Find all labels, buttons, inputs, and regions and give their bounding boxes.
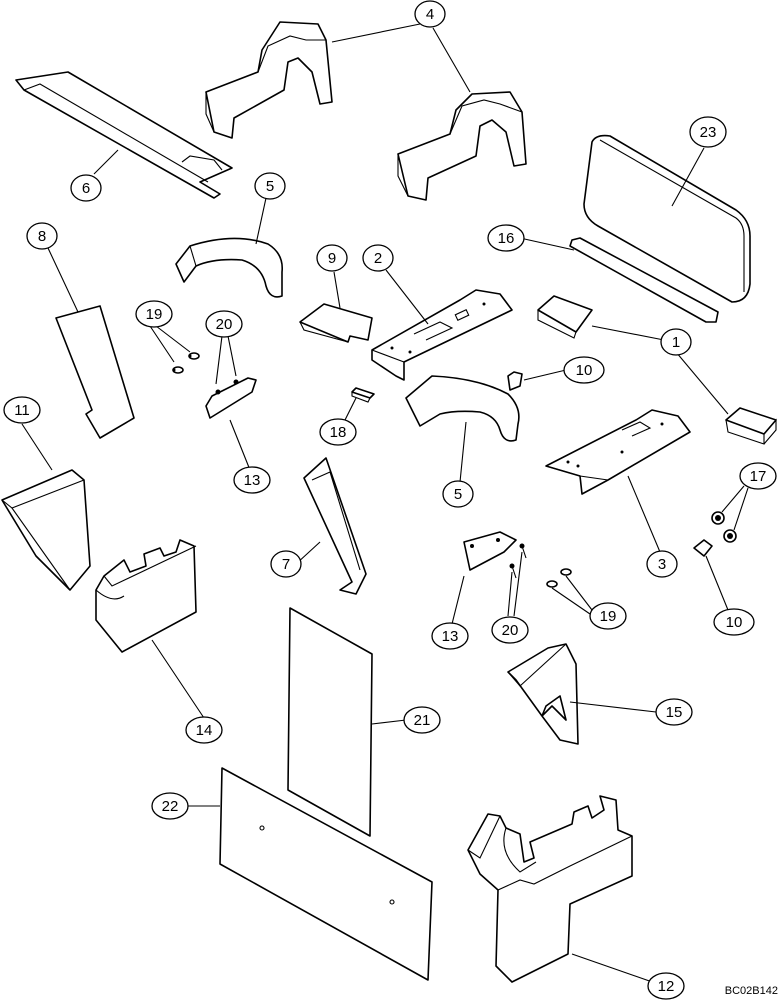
svg-text:13: 13 — [244, 472, 261, 489]
callout-12: 12 — [647, 972, 685, 1000]
callout-5-lower: 5 — [442, 480, 474, 508]
svg-text:23: 23 — [700, 124, 717, 141]
callout-1: 1 — [660, 328, 692, 356]
part-9-plate — [299, 303, 373, 343]
svg-text:11: 11 — [14, 402, 30, 419]
svg-text:19: 19 — [146, 306, 163, 323]
svg-text:3: 3 — [658, 556, 666, 573]
svg-text:10: 10 — [576, 362, 593, 379]
callout-20-left: 20 — [205, 310, 243, 338]
callout-7: 7 — [270, 550, 302, 578]
part-19-pins-left — [172, 352, 200, 374]
callout-4: 4 — [414, 0, 446, 28]
callout-10-upper: 10 — [563, 356, 605, 384]
part-11-foam — [1, 469, 91, 591]
callout-14: 14 — [185, 716, 223, 744]
part-5-upper — [175, 237, 284, 298]
svg-text:21: 21 — [414, 712, 431, 729]
callout-6: 6 — [70, 174, 102, 202]
part-5-lower — [405, 375, 520, 442]
part-8-strip — [55, 305, 135, 439]
part-4-upper — [205, 21, 333, 139]
svg-text:20: 20 — [502, 622, 519, 639]
callout-2: 2 — [362, 244, 394, 272]
callout-17: 17 — [739, 462, 777, 490]
svg-text:22: 22 — [162, 798, 179, 815]
part-21-panel — [287, 607, 373, 837]
svg-text:16: 16 — [498, 230, 515, 247]
callout-18: 18 — [319, 418, 357, 446]
callout-13-left: 13 — [233, 466, 271, 494]
callout-23: 23 — [689, 116, 727, 148]
part-4-lower — [397, 91, 527, 201]
part-20-screws-right — [509, 543, 527, 579]
callout-11: 11 — [3, 396, 41, 424]
part-17-nuts — [711, 511, 737, 543]
svg-text:7: 7 — [282, 556, 290, 573]
part-19-pins-right — [546, 568, 572, 588]
svg-text:5: 5 — [454, 486, 462, 503]
callout-15: 15 — [655, 698, 693, 726]
figure-code: BC02B142 — [725, 985, 778, 997]
svg-text:19: 19 — [600, 608, 617, 625]
part-2-bracket — [371, 289, 513, 381]
part-10-clip-lower — [693, 539, 713, 557]
callout-22: 22 — [151, 792, 189, 820]
callout-13-right: 13 — [431, 622, 469, 650]
part-10-clip-upper — [507, 371, 523, 391]
svg-text:6: 6 — [82, 180, 90, 197]
part-3-bracket — [545, 409, 691, 495]
part-16-strip — [569, 237, 719, 323]
svg-text:13: 13 — [442, 628, 459, 645]
svg-text:9: 9 — [328, 250, 336, 267]
callout-5-upper: 5 — [254, 172, 286, 200]
svg-text:10: 10 — [726, 614, 743, 631]
callout-9: 9 — [316, 244, 348, 272]
callout-16: 16 — [487, 224, 525, 252]
part-15-foam — [507, 643, 579, 745]
svg-text:14: 14 — [196, 722, 213, 739]
part-14-foam — [95, 539, 197, 653]
part-23-pad — [583, 134, 751, 303]
svg-text:18: 18 — [330, 424, 347, 441]
part-1-block-upper — [537, 295, 593, 339]
callout-19-right: 19 — [589, 602, 627, 630]
svg-text:8: 8 — [38, 228, 46, 245]
callout-19-left: 19 — [135, 300, 173, 328]
leader-lines — [21, 23, 749, 985]
part-6-strip — [15, 71, 233, 199]
callout-8: 8 — [26, 222, 58, 250]
part-13-plate-right — [463, 531, 517, 571]
svg-text:4: 4 — [426, 6, 434, 23]
part-7-channel — [303, 457, 367, 595]
callout-20-right: 20 — [491, 616, 529, 644]
callout-21: 21 — [403, 706, 441, 734]
part-13-plate-left — [205, 377, 257, 419]
callout-10-lower: 10 — [713, 608, 755, 636]
svg-text:1: 1 — [672, 334, 680, 351]
svg-text:15: 15 — [666, 704, 683, 721]
part-18-block — [351, 387, 375, 403]
part-22-panel — [219, 767, 433, 981]
svg-text:17: 17 — [750, 468, 767, 485]
part-1-block-lower — [725, 407, 777, 445]
part-12-foam — [467, 795, 633, 983]
svg-text:20: 20 — [216, 316, 233, 333]
callout-3: 3 — [646, 550, 678, 578]
svg-text:5: 5 — [266, 178, 274, 195]
svg-text:12: 12 — [658, 978, 675, 995]
svg-text:2: 2 — [374, 250, 382, 267]
